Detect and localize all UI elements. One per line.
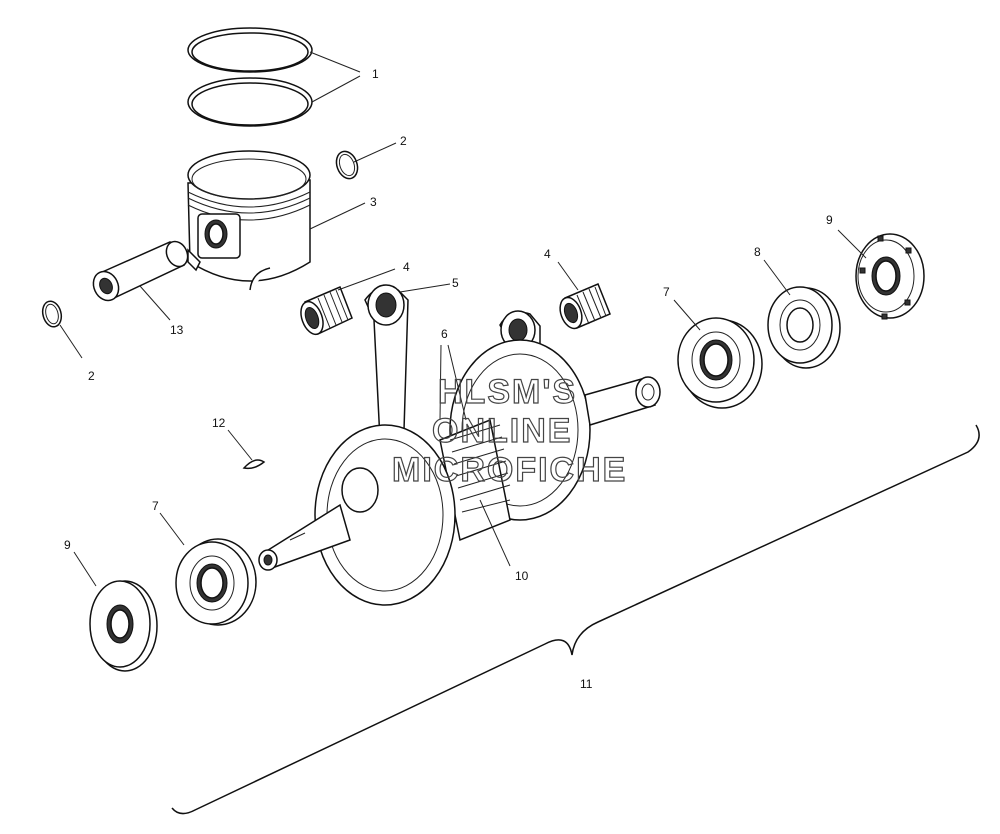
- needle-bearing-right: [559, 283, 611, 330]
- woodruff-key: [242, 459, 266, 470]
- crankshaft-assembly: [258, 284, 661, 606]
- callout-6: 6: [441, 327, 448, 341]
- callouts: 1 2 3 13 2 4 5 4 6 7 8 9 12 7 9 10 11: [64, 67, 833, 691]
- callout-5: 5: [452, 276, 459, 290]
- callout-1: 1: [372, 67, 379, 81]
- callout-4-left: 4: [403, 260, 410, 274]
- callout-13: 13: [170, 323, 184, 337]
- callout-2-upper: 2: [400, 134, 407, 148]
- leader-lines: [59, 51, 867, 587]
- watermark: HLSM'S ONLINE MICROFICHE: [391, 372, 627, 489]
- watermark-line-3: MICROFICHE: [392, 451, 627, 489]
- assembly-bracket: [171, 424, 980, 815]
- watermark-line-2: ONLINE: [432, 412, 572, 450]
- callout-10: 10: [515, 569, 529, 583]
- callout-8: 8: [754, 245, 761, 259]
- watermark-line-1: HLSM'S: [438, 373, 577, 411]
- callout-3: 3: [370, 195, 377, 209]
- callout-4-right: 4: [544, 247, 551, 261]
- main-bearing-outer: [767, 286, 841, 369]
- needle-bearing-left: [300, 286, 353, 336]
- oil-seal-left: [89, 580, 158, 672]
- callout-11: 11: [580, 677, 593, 691]
- callout-7-right: 7: [663, 285, 670, 299]
- callout-12: 12: [212, 416, 226, 430]
- circlip-upper: [335, 150, 359, 180]
- callout-9-right: 9: [826, 213, 833, 227]
- callout-2-lower: 2: [88, 369, 95, 383]
- piston-rings: [187, 27, 313, 127]
- oil-seal-right: [855, 233, 925, 320]
- piston: [187, 150, 311, 291]
- callout-7-left: 7: [152, 499, 159, 513]
- callout-9-left: 9: [64, 538, 71, 552]
- wrist-pin: [92, 240, 189, 302]
- main-bearing-right: [677, 317, 763, 409]
- circlip-lower: [41, 300, 63, 328]
- main-bearing-left: [175, 538, 257, 626]
